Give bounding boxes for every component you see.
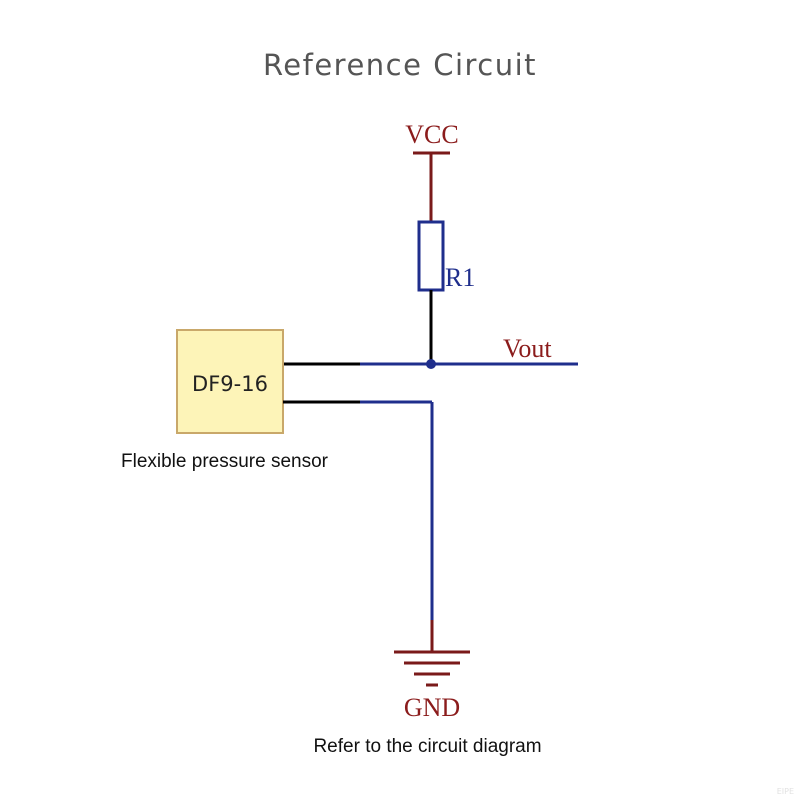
bottom-caption: Refer to the circuit diagram [313, 736, 542, 757]
vout-label: Vout [503, 334, 552, 363]
resistor-r1 [417, 220, 445, 292]
junction-dot [426, 359, 436, 369]
watermark: EIPE [776, 787, 794, 796]
gnd-label: GND [404, 693, 460, 722]
ground-icon [394, 650, 470, 687]
page-title: Reference Circuit [262, 48, 538, 82]
sensor-box [176, 329, 284, 434]
vcc-label: VCC [405, 120, 458, 149]
sensor-part-label: DF9-16 [192, 372, 268, 396]
sensor-caption: Flexible pressure sensor [121, 451, 328, 472]
resistor-label: R1 [445, 263, 475, 292]
